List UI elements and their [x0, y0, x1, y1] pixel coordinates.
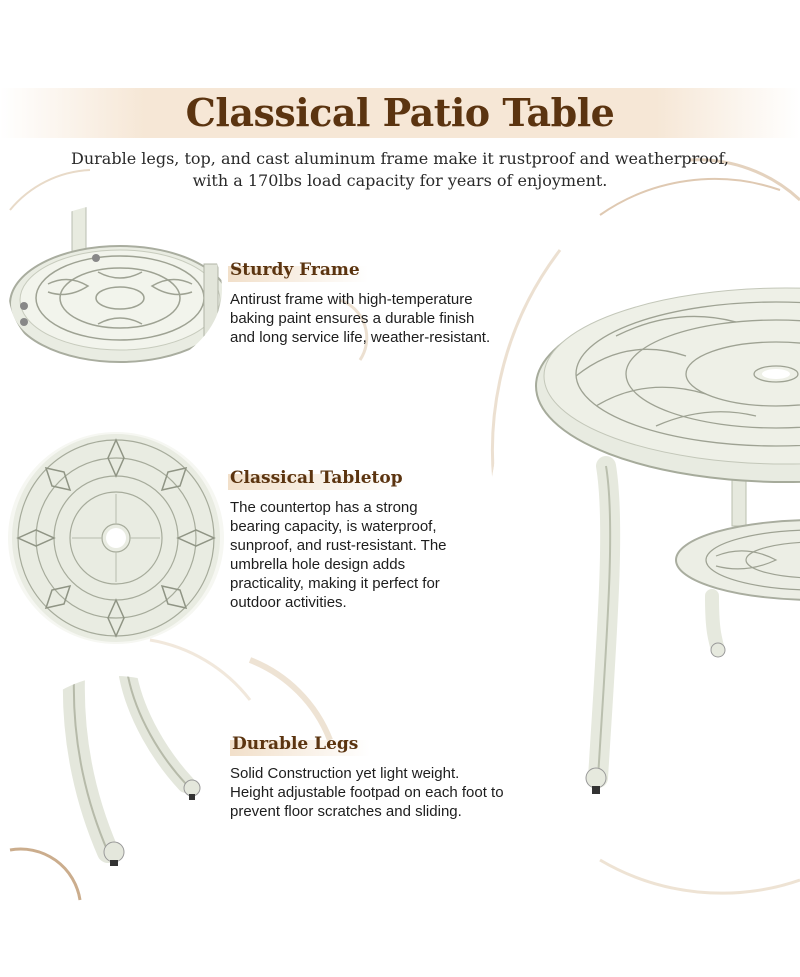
feature-description-line: and long service life, weather-resistant… — [230, 329, 491, 346]
feature-title-highlight — [230, 740, 370, 756]
subtitle-line: with a 170lbs load capacity for years of… — [192, 171, 608, 190]
page-subtitle: Durable legs, top, and cast aluminum fra… — [40, 148, 760, 192]
feature-description-line: The countertop has a strong — [230, 499, 418, 516]
legs-photo — [10, 676, 222, 876]
feature-description-line: Solid Construction yet light weight. — [230, 765, 460, 782]
feature-description-line: prevent floor scratches and sliding. — [230, 803, 462, 820]
feature-title-highlight — [228, 266, 368, 282]
feature-title-highlight — [228, 474, 408, 490]
feature-description-line: practicality, making it perfect for — [230, 575, 440, 592]
feature-title: Classical Tabletop — [230, 468, 403, 488]
page-title: Classical Patio Table — [185, 90, 615, 135]
feature-description-line: baking paint ensures a durable finish — [230, 310, 475, 327]
feature-description: Antirust frame with high-temperature bak… — [230, 290, 560, 347]
feature-description: Solid Construction yet light weight. Hei… — [230, 764, 580, 821]
feature-title: Durable Legs — [232, 734, 359, 754]
feature-description: The countertop has a strong bearing capa… — [230, 498, 490, 612]
tabletop-illustration — [8, 432, 224, 644]
feature-description-line: bearing capacity, is waterproof, — [230, 518, 437, 535]
feature-description-line: sunproof, and rust-resistant. The — [230, 537, 447, 554]
frame-photo — [8, 204, 222, 374]
title-band — [0, 88, 800, 138]
tabletop-photo — [8, 432, 224, 644]
legs-illustration — [10, 676, 222, 876]
feature-description-line: Height adjustable footpad on each foot t… — [230, 784, 504, 801]
frame-illustration — [8, 204, 222, 374]
feature-title: Sturdy Frame — [230, 260, 360, 280]
feature-description-line: outdoor activities. — [230, 594, 347, 611]
subtitle-line: Durable legs, top, and cast aluminum fra… — [71, 149, 729, 168]
feature-description-line: Antirust frame with high-temperature — [230, 291, 473, 308]
feature-description-line: umbrella hole design adds — [230, 556, 406, 573]
